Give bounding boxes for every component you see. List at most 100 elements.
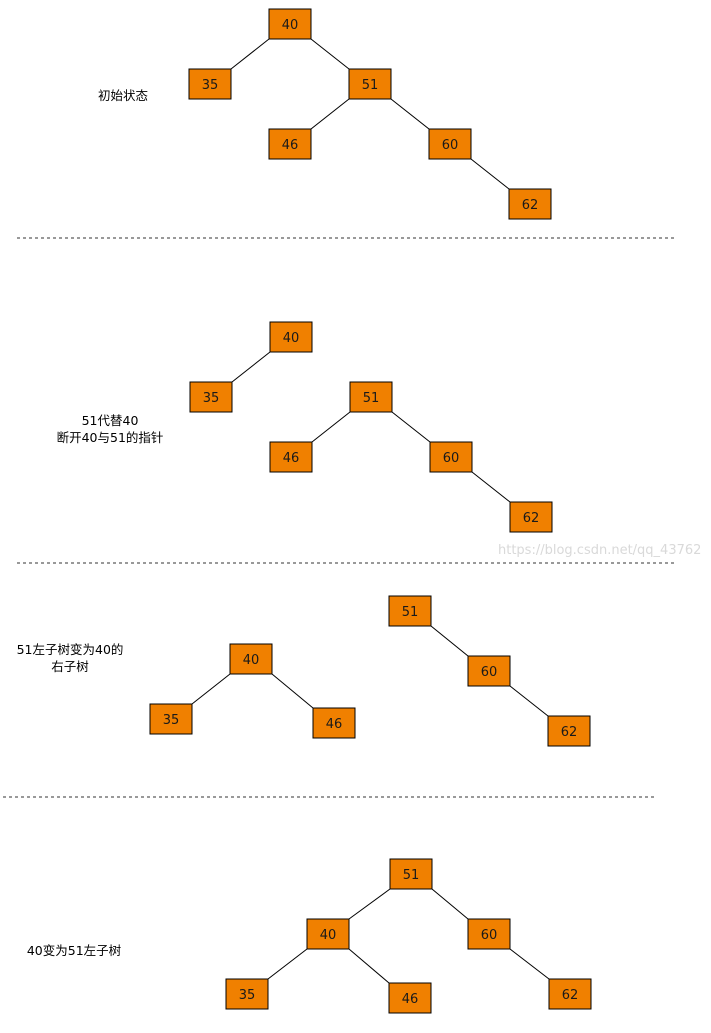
node-box — [306, 918, 350, 950]
node-label: 40 — [283, 331, 300, 346]
edge-panel2-40-35 — [231, 351, 271, 383]
caption-panel4-line1: 40变为51左子树 — [27, 943, 121, 958]
tree-node-panel3-51: 51 — [388, 595, 432, 627]
node-box — [349, 381, 393, 413]
node-label: 62 — [522, 198, 539, 213]
node-label: 46 — [326, 717, 343, 732]
tree-node-panel3-40: 40 — [229, 643, 273, 675]
edges-layer — [191, 38, 550, 984]
node-label: 51 — [403, 868, 420, 883]
node-label: 62 — [523, 511, 540, 526]
node-label: 46 — [282, 138, 299, 153]
node-box — [149, 703, 193, 735]
tree-node-panel2-60: 60 — [429, 441, 473, 473]
tree-node-panel4-60: 60 — [467, 918, 511, 950]
dividers-layer — [3, 237, 677, 798]
node-box — [225, 978, 269, 1010]
node-box — [268, 8, 312, 40]
edge-panel4-40-35 — [267, 948, 308, 980]
node-label: 51 — [363, 391, 380, 406]
node-box — [348, 68, 392, 100]
node-label: 46 — [283, 451, 300, 466]
watermark-text: https://blog.csdn.net/qq_43762 — [498, 543, 701, 558]
tree-node-panel2-40: 40 — [269, 321, 313, 353]
node-box — [388, 595, 432, 627]
node-box — [429, 441, 473, 473]
tree-node-panel2-46: 46 — [269, 441, 313, 473]
tree-node-panel1-40: 40 — [268, 8, 312, 40]
nodes-layer: 40 35 51 46 60 62 40 35 51 46 60 62 51 40 60 35 46 62 51 40… — [149, 8, 592, 1014]
node-box — [188, 68, 232, 100]
node-box — [189, 381, 233, 413]
edge-panel3-40-46 — [271, 673, 314, 709]
edge-panel1-51-46 — [310, 98, 350, 130]
edge-panel4-51-40 — [348, 888, 391, 920]
node-label: 60 — [443, 451, 460, 466]
edge-panel3-40-35 — [191, 673, 231, 705]
tree-node-panel2-51: 51 — [349, 381, 393, 413]
tree-node-panel4-46: 46 — [388, 982, 432, 1014]
node-label: 35 — [202, 78, 219, 93]
node-box — [269, 321, 313, 353]
node-box — [268, 128, 312, 160]
node-label: 35 — [203, 391, 220, 406]
edge-panel4-51-60 — [431, 888, 469, 920]
node-box — [548, 978, 592, 1010]
node-label: 35 — [239, 988, 256, 1003]
node-box — [229, 643, 273, 675]
node-box — [467, 918, 511, 950]
edge-panel2-51-60 — [391, 411, 431, 443]
caption-panel3-line1: 51左子树变为40的 — [17, 642, 124, 657]
tree-node-panel2-35: 35 — [189, 381, 233, 413]
node-box — [428, 128, 472, 160]
tree-node-panel1-51: 51 — [348, 68, 392, 100]
tree-node-panel1-35: 35 — [188, 68, 232, 100]
node-box — [269, 441, 313, 473]
node-box — [388, 982, 432, 1014]
tree-node-panel3-60: 60 — [467, 655, 511, 687]
node-box — [467, 655, 511, 687]
edge-panel3-51-60 — [430, 625, 469, 657]
node-box — [547, 715, 591, 747]
node-label: 46 — [402, 992, 419, 1007]
tree-node-panel3-46: 46 — [312, 707, 356, 739]
caption-panel1-line1: 初始状态 — [98, 88, 148, 103]
edge-panel2-51-46 — [311, 411, 351, 443]
node-box — [509, 501, 553, 533]
tree-node-panel3-62: 62 — [547, 715, 591, 747]
caption-panel2-line1: 51代替40 — [82, 413, 139, 428]
node-label: 35 — [163, 713, 180, 728]
node-label: 40 — [282, 18, 299, 33]
node-label: 40 — [320, 928, 337, 943]
tree-node-panel1-46: 46 — [268, 128, 312, 160]
caption-panel2-line2: 断开40与51的指针 — [57, 430, 164, 445]
node-label: 51 — [402, 605, 419, 620]
node-box — [312, 707, 356, 739]
tree-node-panel1-62: 62 — [508, 188, 552, 220]
edge-panel3-60-62 — [509, 685, 549, 717]
tree-node-panel4-35: 35 — [225, 978, 269, 1010]
node-label: 60 — [481, 928, 498, 943]
tree-node-panel4-40: 40 — [306, 918, 350, 950]
node-label: 62 — [561, 725, 578, 740]
node-label: 62 — [562, 988, 579, 1003]
edge-panel4-60-62 — [509, 948, 550, 980]
node-label: 40 — [243, 653, 260, 668]
tree-node-panel4-62: 62 — [548, 978, 592, 1010]
edge-panel1-60-62 — [470, 158, 510, 190]
tree-node-panel4-51: 51 — [389, 858, 433, 890]
edge-panel1-40-51 — [310, 38, 350, 70]
edge-panel4-40-46 — [348, 948, 390, 984]
edge-panel2-60-62 — [471, 471, 511, 503]
node-box — [389, 858, 433, 890]
tree-node-panel1-60: 60 — [428, 128, 472, 160]
edge-panel1-51-60 — [390, 98, 430, 130]
node-label: 51 — [362, 78, 379, 93]
tree-node-panel2-62: 62 — [509, 501, 553, 533]
node-label: 60 — [442, 138, 459, 153]
node-box — [508, 188, 552, 220]
edge-panel1-40-35 — [230, 38, 270, 70]
caption-panel3-line2: 右子树 — [51, 659, 89, 674]
